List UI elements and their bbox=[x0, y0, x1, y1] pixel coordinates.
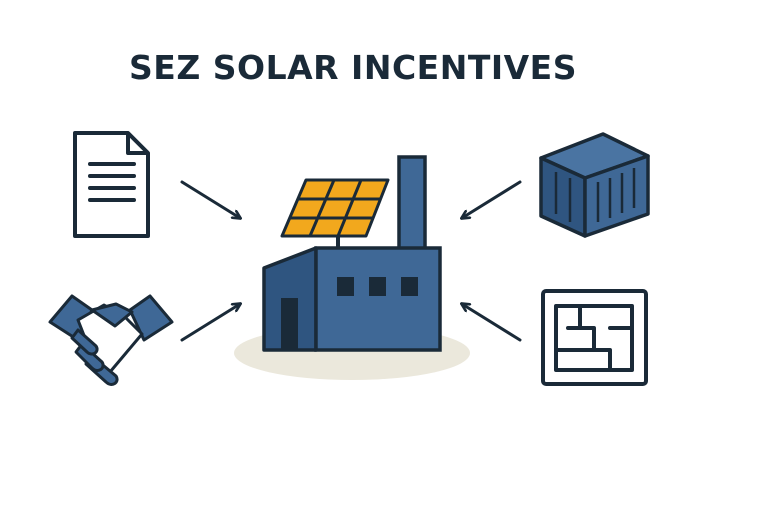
arrow-handshake-to-factory bbox=[180, 304, 240, 342]
factory-door bbox=[281, 298, 298, 350]
factory-main-block bbox=[314, 246, 442, 352]
factory-window bbox=[337, 277, 354, 296]
factory-window bbox=[369, 277, 386, 296]
chimney bbox=[397, 155, 427, 251]
solar-factory-icon bbox=[234, 155, 470, 380]
solar-panel bbox=[280, 178, 390, 238]
arrow-container-to-factory bbox=[462, 180, 522, 218]
arrow-floorplan-to-factory bbox=[462, 304, 522, 342]
arrow-document-to-factory bbox=[180, 180, 240, 218]
document-icon bbox=[73, 131, 150, 238]
factory-window bbox=[401, 277, 418, 296]
handshake-icon bbox=[48, 294, 174, 386]
shipping-container-icon bbox=[539, 132, 650, 238]
floor-plan-icon bbox=[541, 289, 648, 386]
diagram-title: SEZ SOLAR INCENTIVES bbox=[129, 48, 577, 87]
